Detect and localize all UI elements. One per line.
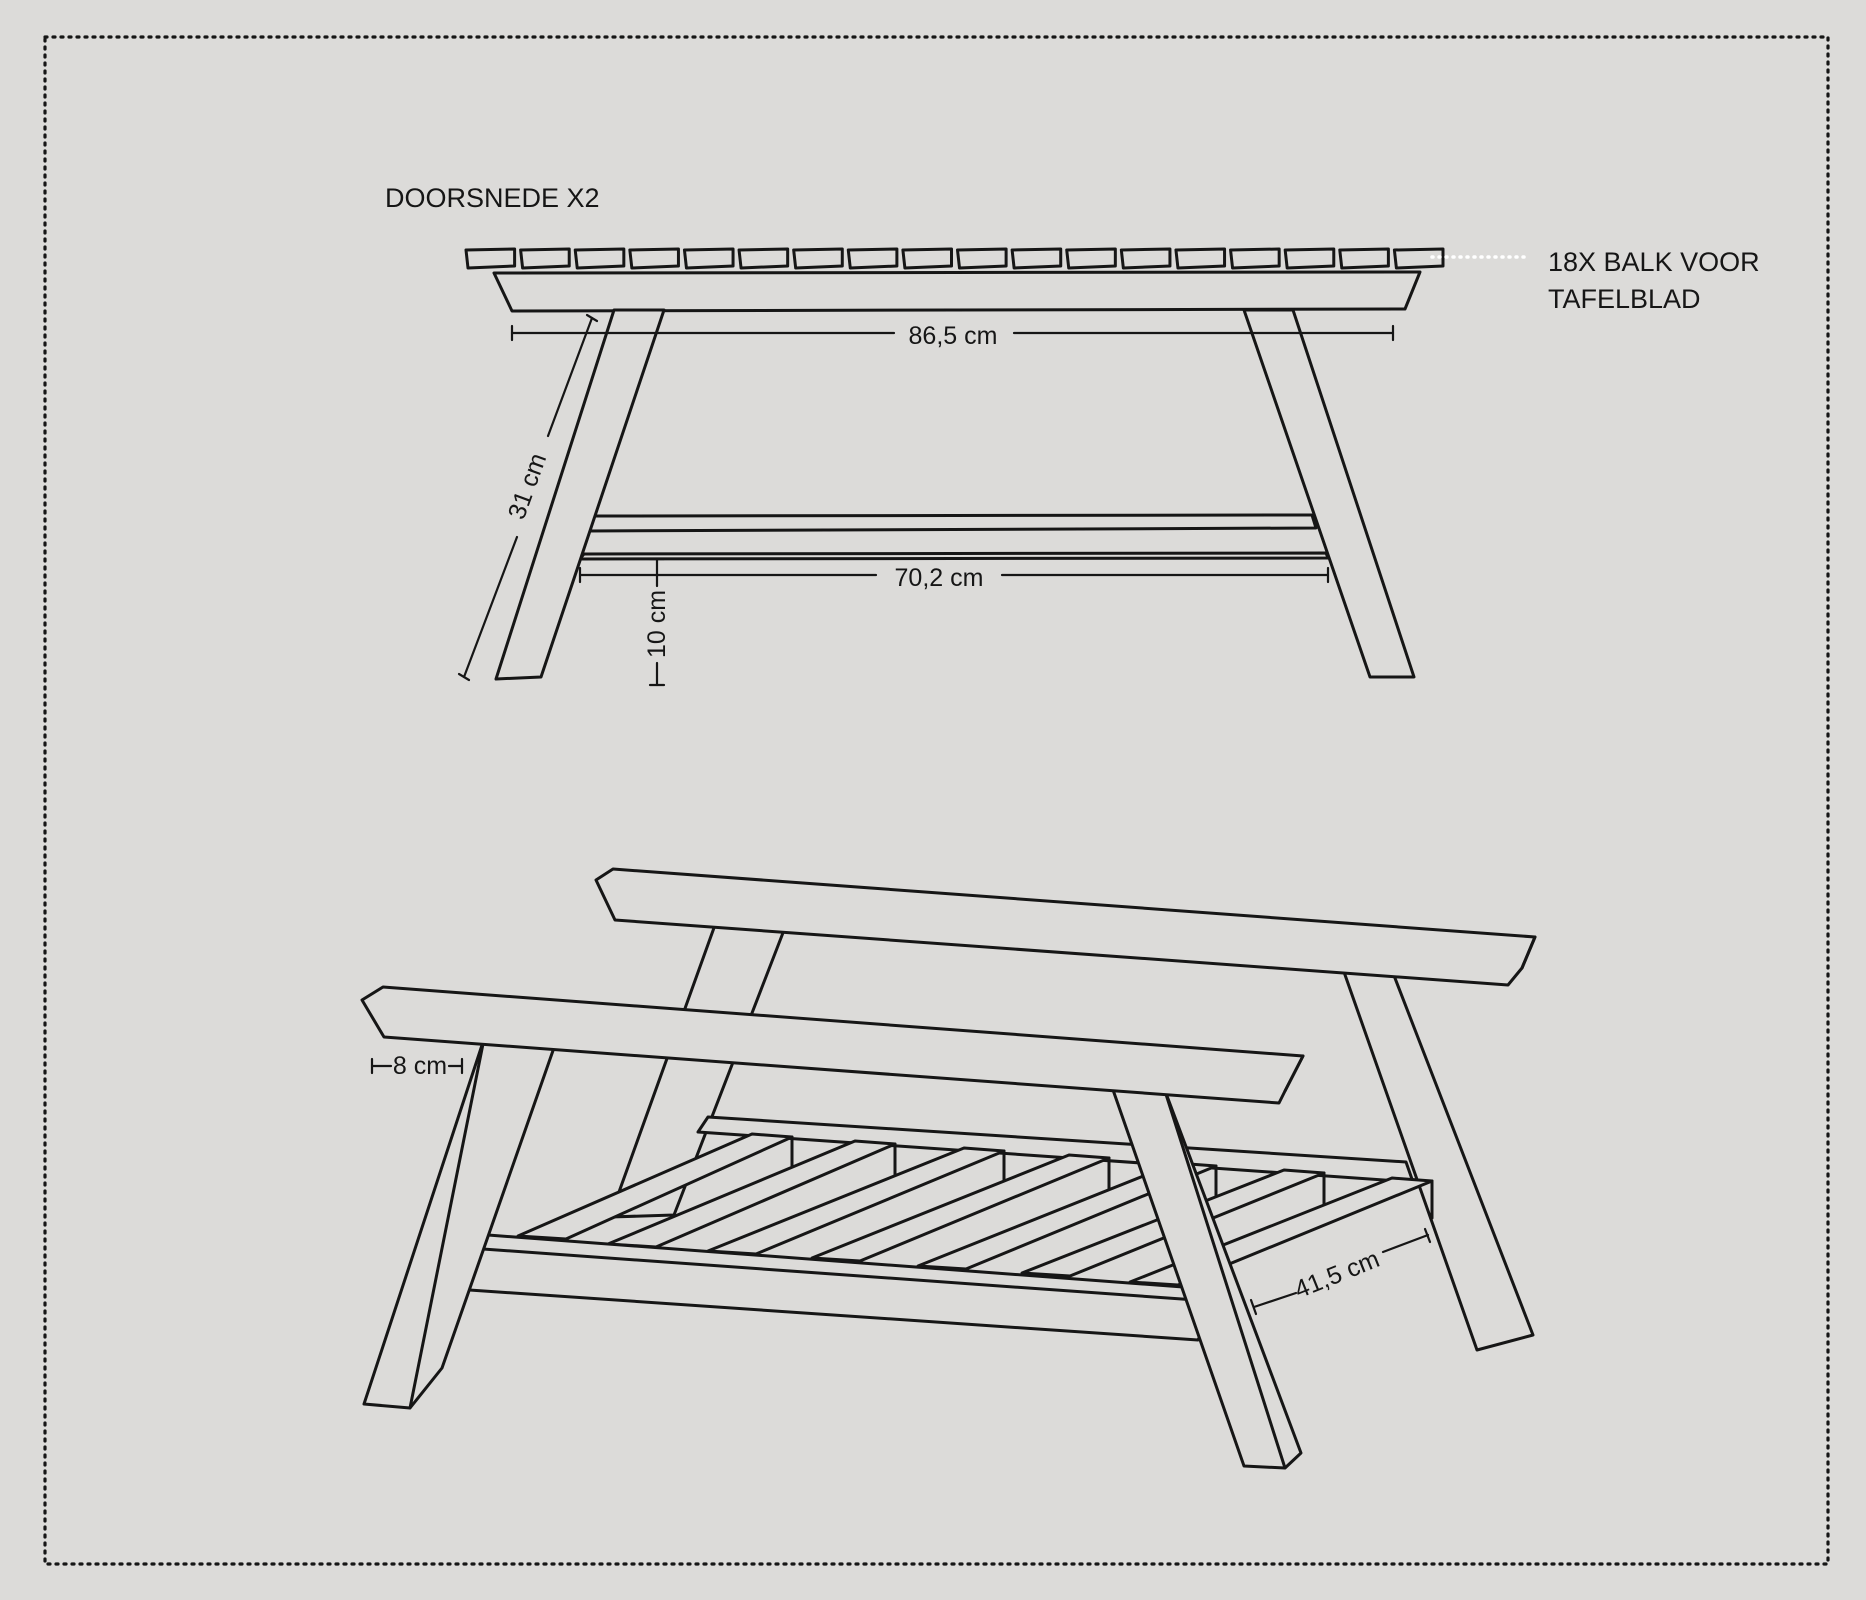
tabletop-plank: [1392, 247, 1445, 270]
front-right-leg-edge: [1162, 1086, 1287, 1470]
shelf-slat: [810, 1153, 1111, 1263]
dotted-frame: [43, 35, 1830, 1566]
tabletop-plank: [573, 247, 626, 270]
dim-leg-length-label: 31 cm: [503, 449, 553, 523]
top-beam: [492, 270, 1422, 313]
tabletop-plank: [628, 247, 680, 270]
dim-shelf-height-label: 10 cm: [643, 590, 671, 658]
tabletop-plank: [1338, 247, 1390, 270]
tabletop-plank: [1283, 247, 1336, 270]
tabletop-plank: [682, 247, 735, 270]
right-leg: [1242, 308, 1416, 679]
dim-rail-width-label: 8 cm: [393, 1052, 447, 1080]
dim-shelf-height: 10 cm: [643, 557, 671, 687]
tabletop-plank: [792, 247, 844, 270]
tabletop-plank: [1229, 247, 1281, 270]
dim-top-width: 86,5 cm: [510, 322, 1395, 350]
shelf-rail-lower: [578, 551, 1330, 561]
section-title: DOORSNEDE X2: [385, 183, 600, 213]
tabletop-plank: [1174, 247, 1227, 270]
tabletop-plank: [956, 247, 1008, 270]
front-top-rail-end: [1283, 1054, 1305, 1093]
shelf-slat: [516, 1132, 794, 1241]
shelf-slats: [516, 1132, 1434, 1287]
planks-label-line1: 18X BALK VOOR: [1548, 247, 1760, 277]
tabletop-plank: [519, 247, 571, 270]
dim-shelf-width: 70,2 cm: [578, 564, 1330, 592]
left-leg: [494, 308, 666, 681]
front-left-leg: [362, 1037, 558, 1410]
tabletop-plank: [464, 247, 517, 270]
shelf-rail-upper: [584, 513, 1318, 533]
dim-rail-width: 8 cm: [370, 1052, 464, 1080]
tabletop-plank: [901, 247, 953, 270]
tabletop-plank: [1065, 247, 1117, 270]
back-top-rail-end: [1520, 935, 1537, 970]
dim-top-width-label: 86,5 cm: [909, 322, 998, 350]
planks-label-line2: TAFELBLAD: [1548, 284, 1701, 314]
tabletop-plank: [737, 247, 790, 270]
tabletop-plank: [846, 247, 899, 270]
dim-shelf-width-label: 70,2 cm: [895, 564, 984, 592]
tabletop-planks: [464, 247, 1445, 270]
front-shelf-rail-edge: [467, 1246, 1212, 1303]
dim-depth-label: 41,5 cm: [1291, 1245, 1384, 1304]
front-left-leg-edge: [408, 1037, 486, 1410]
shelf-slat: [916, 1161, 1218, 1271]
tabletop-plank: [1119, 247, 1172, 270]
tabletop-plank: [1010, 247, 1063, 270]
